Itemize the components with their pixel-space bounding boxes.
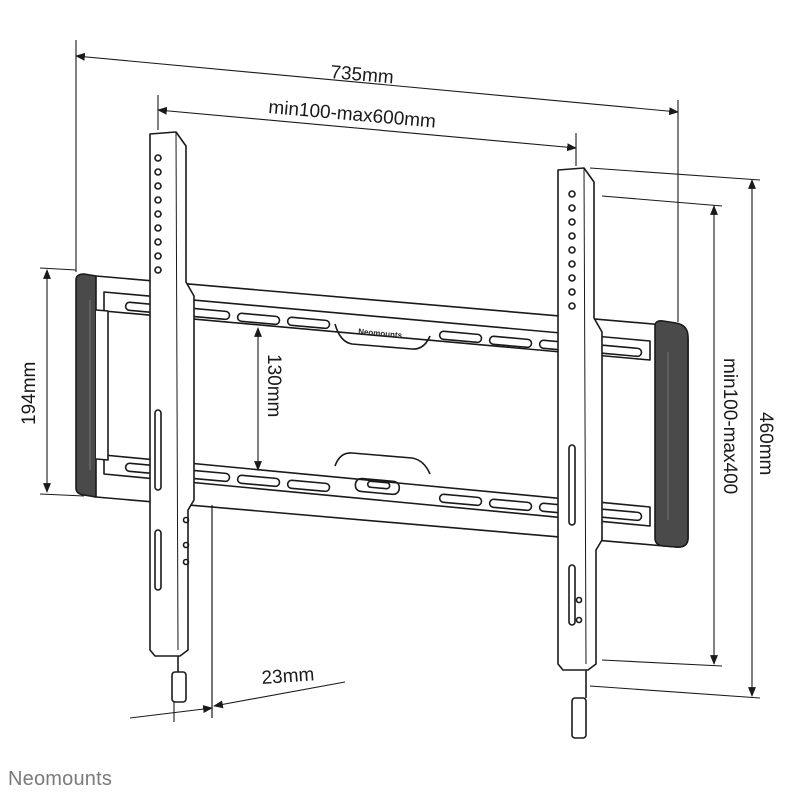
dim-vesa-height <box>601 195 723 667</box>
product-logo-text: Neomounts <box>358 327 403 340</box>
label-bracket-height: 194mm <box>19 362 40 425</box>
right-arm-holes <box>568 190 576 310</box>
dim-overall-width <box>75 40 679 322</box>
left-pad <box>75 273 97 498</box>
left-vertical-arm <box>149 131 195 703</box>
dim-overall-height <box>589 167 761 699</box>
label-overall-width: 735mm <box>330 62 395 88</box>
wall-plate <box>75 273 689 548</box>
dim-bracket-height <box>39 267 85 497</box>
left-safety-latch <box>171 671 187 703</box>
bottom-rail <box>103 454 651 527</box>
dim-vesa-width <box>157 95 577 166</box>
label-depth: 23mm <box>261 664 315 689</box>
right-vertical-arm <box>557 167 603 739</box>
top-rail <box>103 291 651 361</box>
brand-logo-text: Neomounts <box>8 768 113 790</box>
right-safety-latch <box>571 697 587 739</box>
center-lock-slot <box>354 477 401 496</box>
right-pad <box>654 320 689 548</box>
label-rail-spacing: 130mm <box>263 354 284 417</box>
left-arm-holes <box>154 154 162 274</box>
label-vesa-height: min100-max400 <box>719 358 740 494</box>
dim-depth <box>129 681 346 722</box>
label-overall-height: 460mm <box>755 412 776 475</box>
